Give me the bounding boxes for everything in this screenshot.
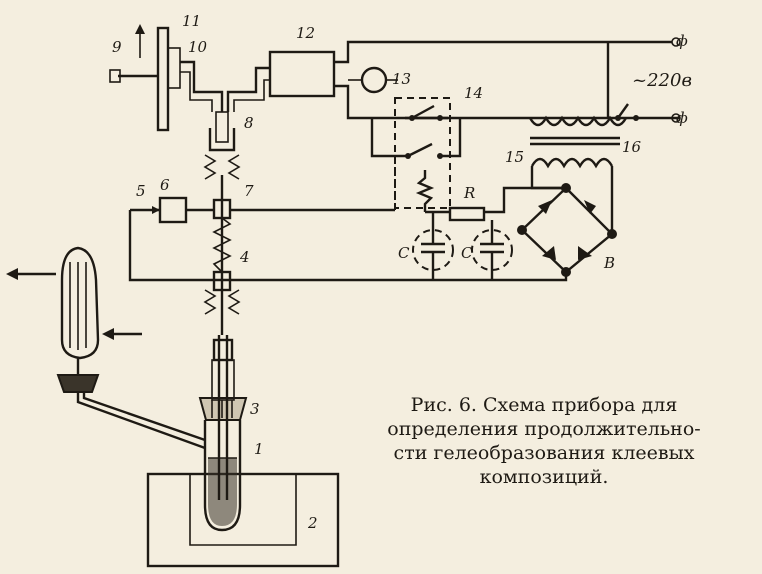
label-13: 13 xyxy=(392,70,411,88)
label-9: 9 xyxy=(112,38,122,56)
label-4: 4 xyxy=(239,248,250,266)
transformer xyxy=(528,115,628,234)
label-2: 2 xyxy=(307,514,318,532)
rod-guide-assembly xyxy=(203,154,241,335)
test-tube xyxy=(203,420,242,532)
caption-line: Рис. 6. Схема прибора для xyxy=(410,394,678,416)
label-rectifier: B xyxy=(603,254,615,272)
relay xyxy=(370,97,462,212)
bridge-rectifier xyxy=(517,183,617,277)
label-11: 11 xyxy=(182,12,201,30)
stopper xyxy=(198,397,248,421)
coupling xyxy=(208,111,236,152)
thermostat-bath xyxy=(146,472,340,568)
label-14: 14 xyxy=(464,84,483,102)
label-3: 3 xyxy=(250,400,260,418)
eccentric-drive xyxy=(109,24,270,132)
rc-circuit xyxy=(412,186,566,280)
label-8: 8 xyxy=(244,114,254,132)
label-10: 10 xyxy=(188,38,208,56)
label-voltage: ~220в xyxy=(632,70,692,91)
label-15: 15 xyxy=(505,148,524,166)
label-16: 16 xyxy=(622,138,642,156)
caption-line: сти гелеобразования клеевых xyxy=(393,442,695,464)
label-6: 6 xyxy=(160,176,170,194)
motor xyxy=(268,50,336,98)
figure-caption: Рис. 6. Схема прибора для определения пр… xyxy=(338,393,750,489)
power-switch xyxy=(615,103,639,121)
label-capacitor-2: C xyxy=(461,244,473,262)
vacuum-filter-flask xyxy=(6,246,206,450)
caption-line: определения продолжительно- xyxy=(387,418,701,440)
measuring-rod xyxy=(211,335,235,500)
label-set: 11 9 10 12 13 14 8 6 5 7 4 3 1 2 15 16 R… xyxy=(112,12,692,532)
label-capacitor: C xyxy=(398,244,410,262)
label-1: 1 xyxy=(254,440,264,458)
label-12: 12 xyxy=(296,24,315,42)
power-wiring xyxy=(334,37,681,123)
label-resistor: R xyxy=(463,184,475,202)
signal-wiring xyxy=(128,160,568,282)
caption-line: композиций. xyxy=(479,466,609,488)
label-7: 7 xyxy=(244,182,254,200)
label-phase-top: ф xyxy=(676,32,688,50)
label-5: 5 xyxy=(136,182,146,200)
label-phase-bottom: ф xyxy=(676,109,688,127)
